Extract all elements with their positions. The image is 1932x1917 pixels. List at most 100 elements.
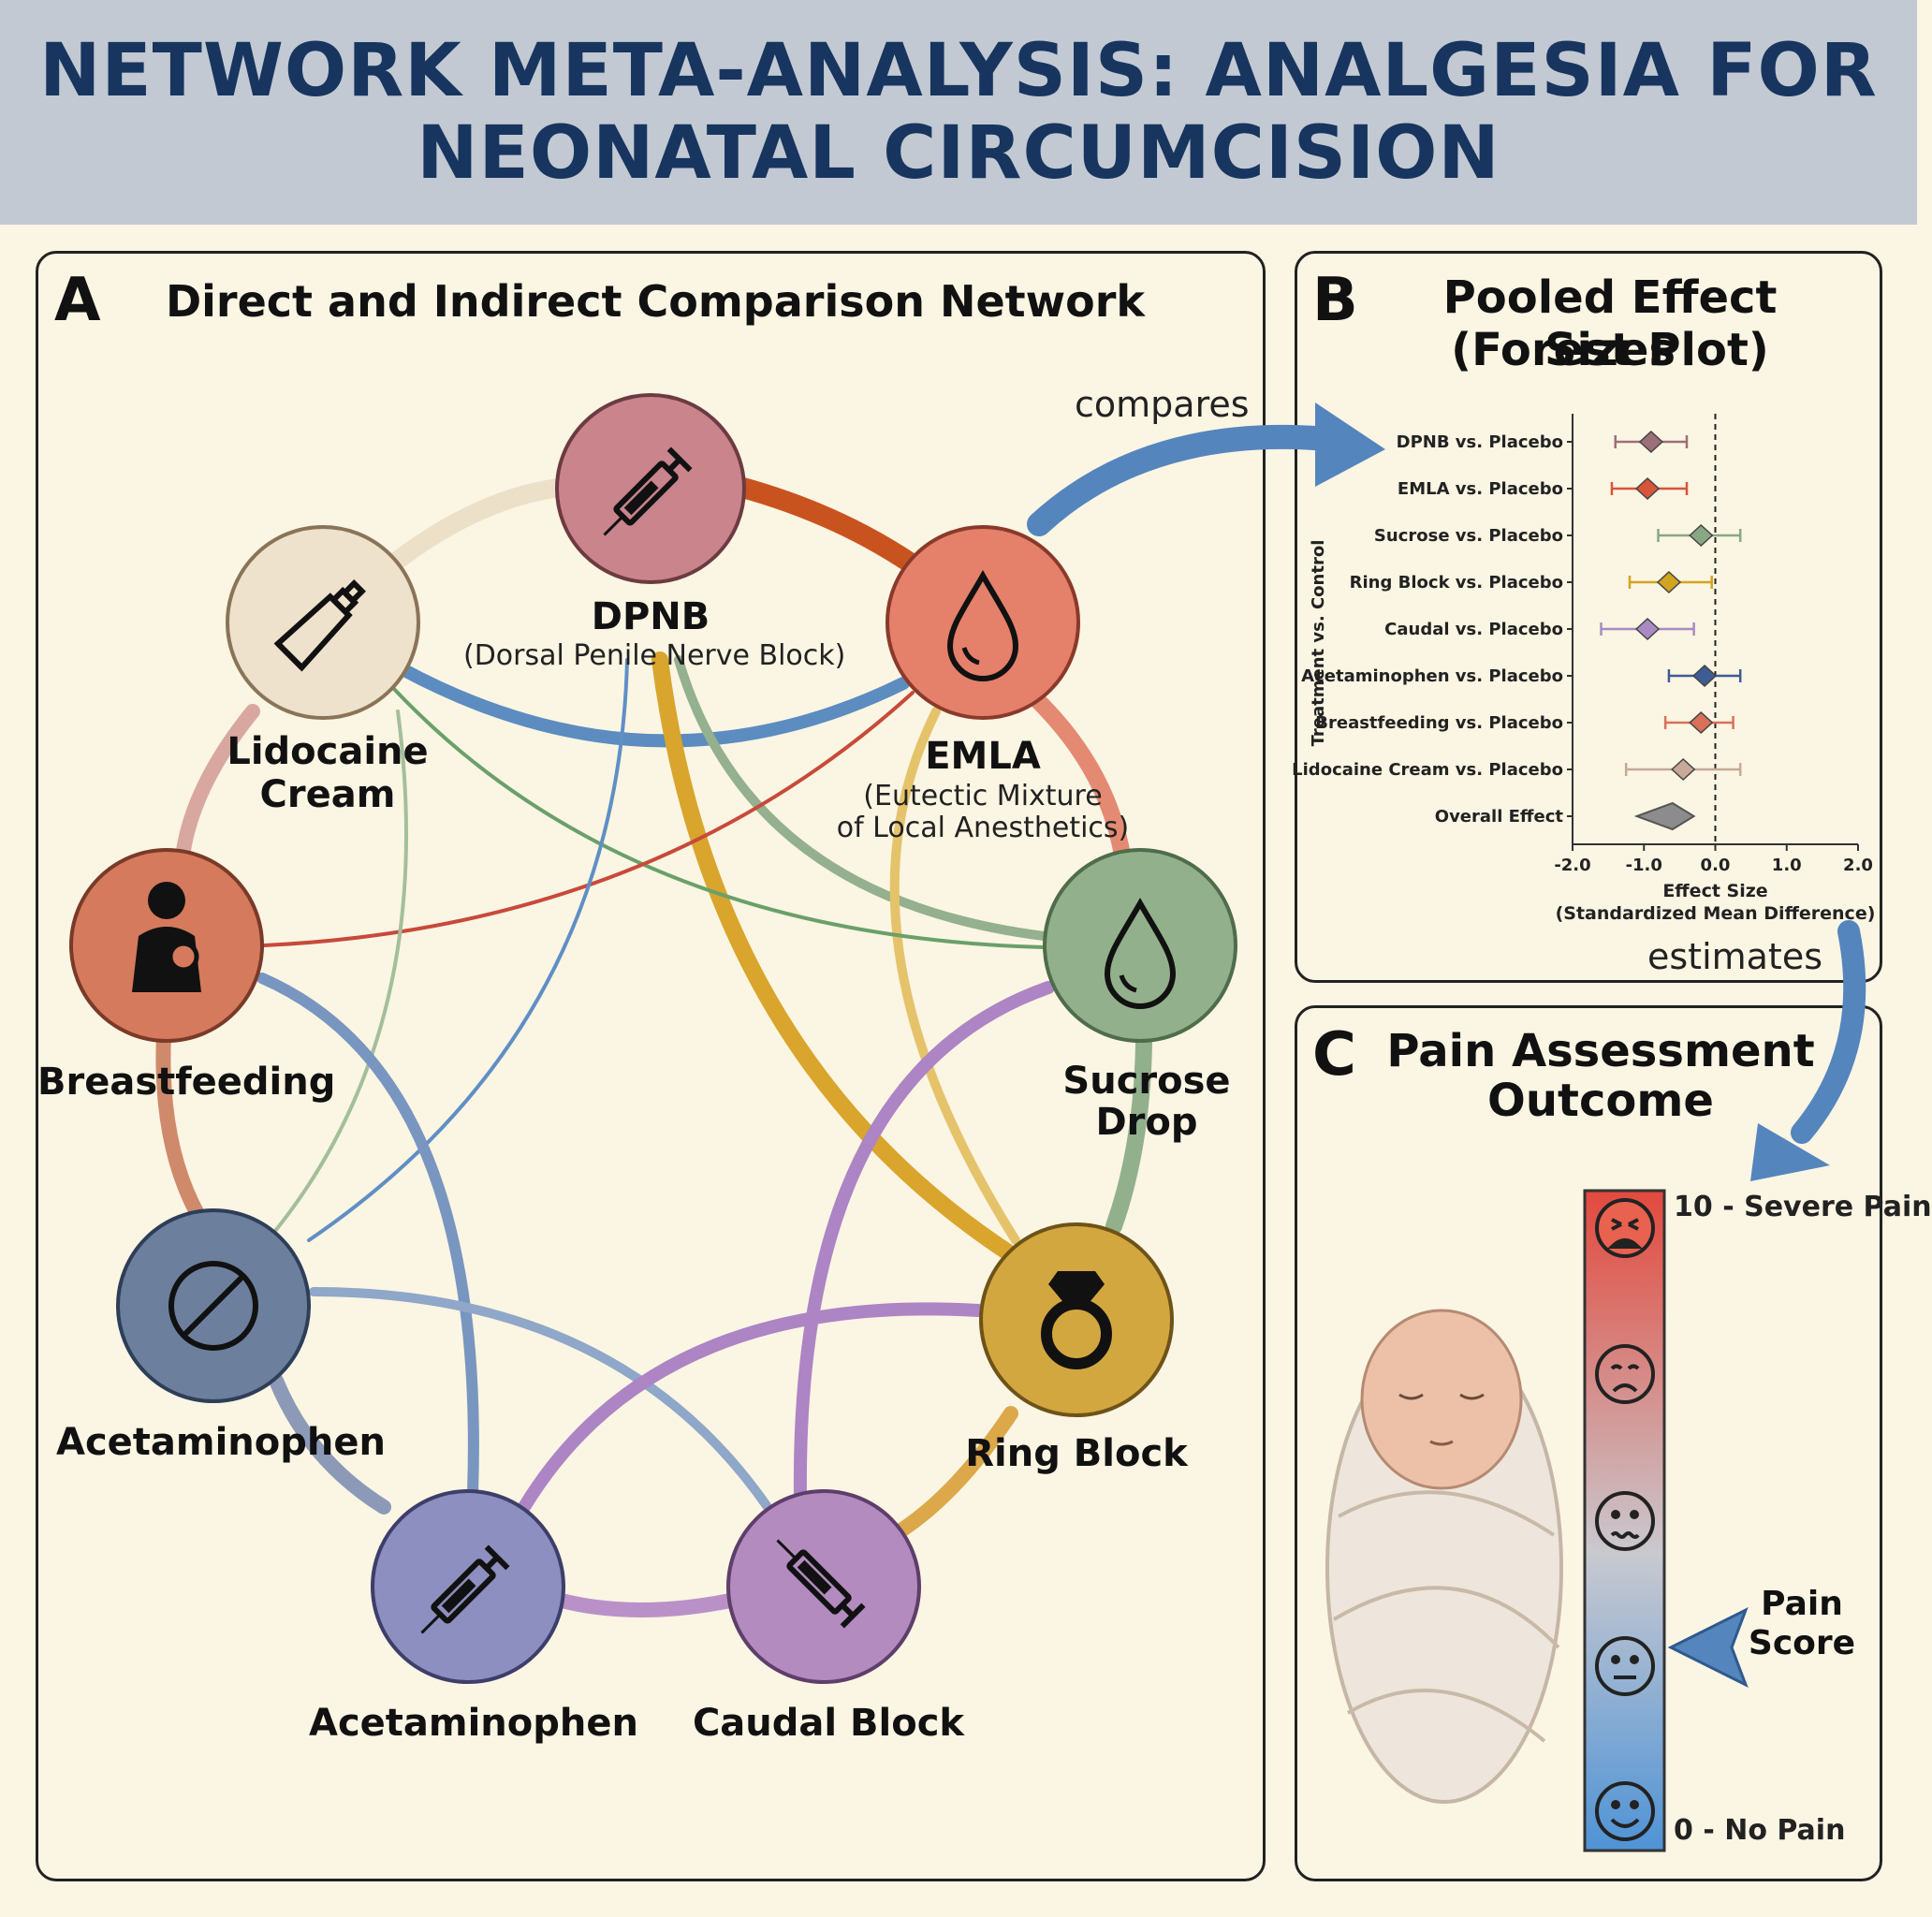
forest-row-label: DPNB vs. Placebo bbox=[1397, 432, 1563, 452]
panel-b-letter: B bbox=[1312, 266, 1358, 335]
node-acetaminophen-2[interactable] bbox=[371, 1489, 565, 1684]
forest-x-tick-label: 0.0 bbox=[1701, 856, 1731, 875]
edge-emla-ring bbox=[889, 707, 1020, 1245]
edge-acet-breast bbox=[155, 1027, 204, 1220]
droplet-icon bbox=[946, 569, 1019, 681]
panel-b-title-1: Pooled Effect Sizes bbox=[1442, 271, 1778, 376]
label-sucrose-1: Sucrose bbox=[1062, 1060, 1231, 1103]
edge-breast-emla bbox=[262, 691, 915, 947]
syringe-icon bbox=[776, 1539, 866, 1629]
label-ring-block: Ring Block bbox=[965, 1432, 1188, 1475]
edge-dpnb-emla bbox=[729, 476, 932, 581]
face-crying-icon bbox=[1595, 1344, 1655, 1404]
title-banner: NETWORK META-ANALYSIS: ANALGESIA FOR NEO… bbox=[0, 0, 1917, 225]
arrow-compares bbox=[1027, 402, 1385, 536]
pain-face-icons bbox=[1595, 1198, 1655, 1841]
node-dpnb[interactable] bbox=[555, 393, 746, 584]
label-lidocaine-2: Cream bbox=[259, 773, 396, 816]
pain-score-label-1: Pain bbox=[1761, 1585, 1843, 1623]
forest-row-label: Ring Block vs. Placebo bbox=[1350, 573, 1563, 593]
panel-a-title: Direct and Indirect Comparison Network bbox=[165, 276, 1146, 327]
edge-dpnb-sucrose bbox=[674, 655, 1048, 941]
syringe-icon bbox=[603, 446, 693, 536]
forest-row-label: Breastfeeding vs. Placebo bbox=[1315, 713, 1563, 733]
face-neutral-icon bbox=[1595, 1636, 1655, 1696]
forest-row-label: EMLA vs. Placebo bbox=[1398, 479, 1563, 499]
edge-ring-caudal bbox=[886, 1406, 1018, 1543]
edge-ring-acet2 bbox=[518, 1302, 985, 1514]
panel-a-letter: A bbox=[54, 266, 101, 335]
scale-top-label: 10 - Severe Pain bbox=[1674, 1191, 1932, 1223]
forest-point-estimate bbox=[1689, 710, 1714, 735]
edge-lidocaine-dpnb bbox=[374, 477, 576, 580]
forest-point-estimate bbox=[1634, 617, 1661, 641]
forest-x-label: Effect Size bbox=[1662, 881, 1767, 901]
forest-x-tick-label: 1.0 bbox=[1772, 856, 1802, 875]
label-caudal-block: Caudal Block bbox=[692, 1702, 965, 1745]
edge-sucrose-caudal bbox=[793, 981, 1055, 1504]
scale-bottom-label: 0 - No Pain bbox=[1674, 1814, 1846, 1847]
forest-point-estimate bbox=[1691, 664, 1718, 688]
forest-row-label: Sucrose vs. Placebo bbox=[1374, 526, 1563, 546]
panel-c-letter: C bbox=[1312, 1020, 1356, 1090]
flow-label-estimates: estimates bbox=[1647, 936, 1823, 977]
page-title: NETWORK META-ANALYSIS: ANALGESIA FOR NEO… bbox=[39, 29, 1878, 196]
label-dpnb: DPNB bbox=[591, 595, 710, 638]
edge-breast-lidocaine bbox=[175, 704, 260, 864]
forest-y-label: Treatment vs. Control bbox=[1309, 540, 1328, 747]
ring-icon bbox=[1041, 1271, 1112, 1369]
edge-breast-acet2 bbox=[256, 973, 479, 1499]
forest-row-label: Acetaminophen vs. Placebo bbox=[1301, 666, 1563, 686]
label-emla-sub-1: (Eutectic Mixture bbox=[863, 780, 1103, 812]
forest-point-estimate bbox=[1634, 476, 1661, 501]
face-worried-icon bbox=[1595, 1491, 1655, 1551]
label-emla: EMLA bbox=[925, 735, 1041, 778]
edge-acet-caudal bbox=[309, 1287, 772, 1512]
node-breastfeeding[interactable] bbox=[69, 848, 264, 1043]
panel-c-title-1: Pain Assessment bbox=[1386, 1025, 1815, 1077]
pill-icon bbox=[168, 1261, 258, 1351]
panel-c-title-2: Outcome bbox=[1487, 1075, 1714, 1127]
forest-x-tick-label: -1.0 bbox=[1626, 856, 1662, 875]
node-ring-block-circle bbox=[979, 1222, 1174, 1417]
label-acetaminophen-2: Acetaminophen bbox=[309, 1702, 638, 1745]
node-sucrose-circle bbox=[1043, 848, 1237, 1043]
edge-lidocaine-sucrose bbox=[391, 686, 1046, 949]
label-sucrose-2: Drop bbox=[1095, 1101, 1198, 1144]
label-acetaminophen: Acetaminophen bbox=[56, 1421, 386, 1464]
forest-point-estimate bbox=[1671, 757, 1696, 782]
edge-dpnb-ring bbox=[651, 651, 1019, 1263]
node-lidocaine-circle bbox=[226, 525, 420, 720]
forest-row-label: Lidocaine Cream vs. Placebo bbox=[1292, 760, 1563, 780]
node-ring-block[interactable] bbox=[979, 1222, 1174, 1417]
arrow-estimates bbox=[1750, 920, 1866, 1181]
edge-dpnb-acet bbox=[307, 658, 629, 1242]
flow-label-compares: compares bbox=[1075, 384, 1250, 425]
node-acetaminophen[interactable] bbox=[116, 1208, 311, 1403]
node-emla-circle bbox=[886, 525, 1080, 720]
edge-acet2-acet bbox=[269, 1373, 391, 1515]
panel-forest-plot bbox=[1295, 251, 1882, 983]
forest-x-label-sub: (Standardized Mean Difference) bbox=[1556, 903, 1876, 924]
edge-lidocaine-emla bbox=[396, 663, 910, 748]
forest-row-label: Overall Effect bbox=[1435, 807, 1564, 827]
cream-tube-icon bbox=[273, 579, 366, 672]
forest-point-estimate bbox=[1689, 523, 1714, 548]
node-caudal-block[interactable] bbox=[726, 1489, 921, 1684]
swaddled-baby-illustration bbox=[1325, 1309, 1563, 1804]
mother-baby-icon bbox=[132, 882, 201, 992]
forest-x-tick-label: 2.0 bbox=[1843, 856, 1873, 875]
node-lidocaine[interactable] bbox=[226, 525, 420, 720]
label-emla-sub-2: of Local Anesthetics) bbox=[836, 812, 1130, 844]
pain-score-label-2: Score bbox=[1748, 1624, 1856, 1662]
node-sucrose[interactable] bbox=[1043, 848, 1237, 1043]
label-lidocaine-1: Lidocaine bbox=[227, 730, 429, 773]
syringe-icon bbox=[420, 1544, 510, 1634]
node-emla[interactable] bbox=[886, 525, 1080, 720]
forest-x-tick-label: -2.0 bbox=[1554, 856, 1590, 875]
label-breastfeeding: Breastfeeding bbox=[37, 1061, 336, 1104]
edge-sucrose-ring bbox=[1105, 1035, 1152, 1235]
droplet-icon bbox=[1104, 897, 1177, 1009]
